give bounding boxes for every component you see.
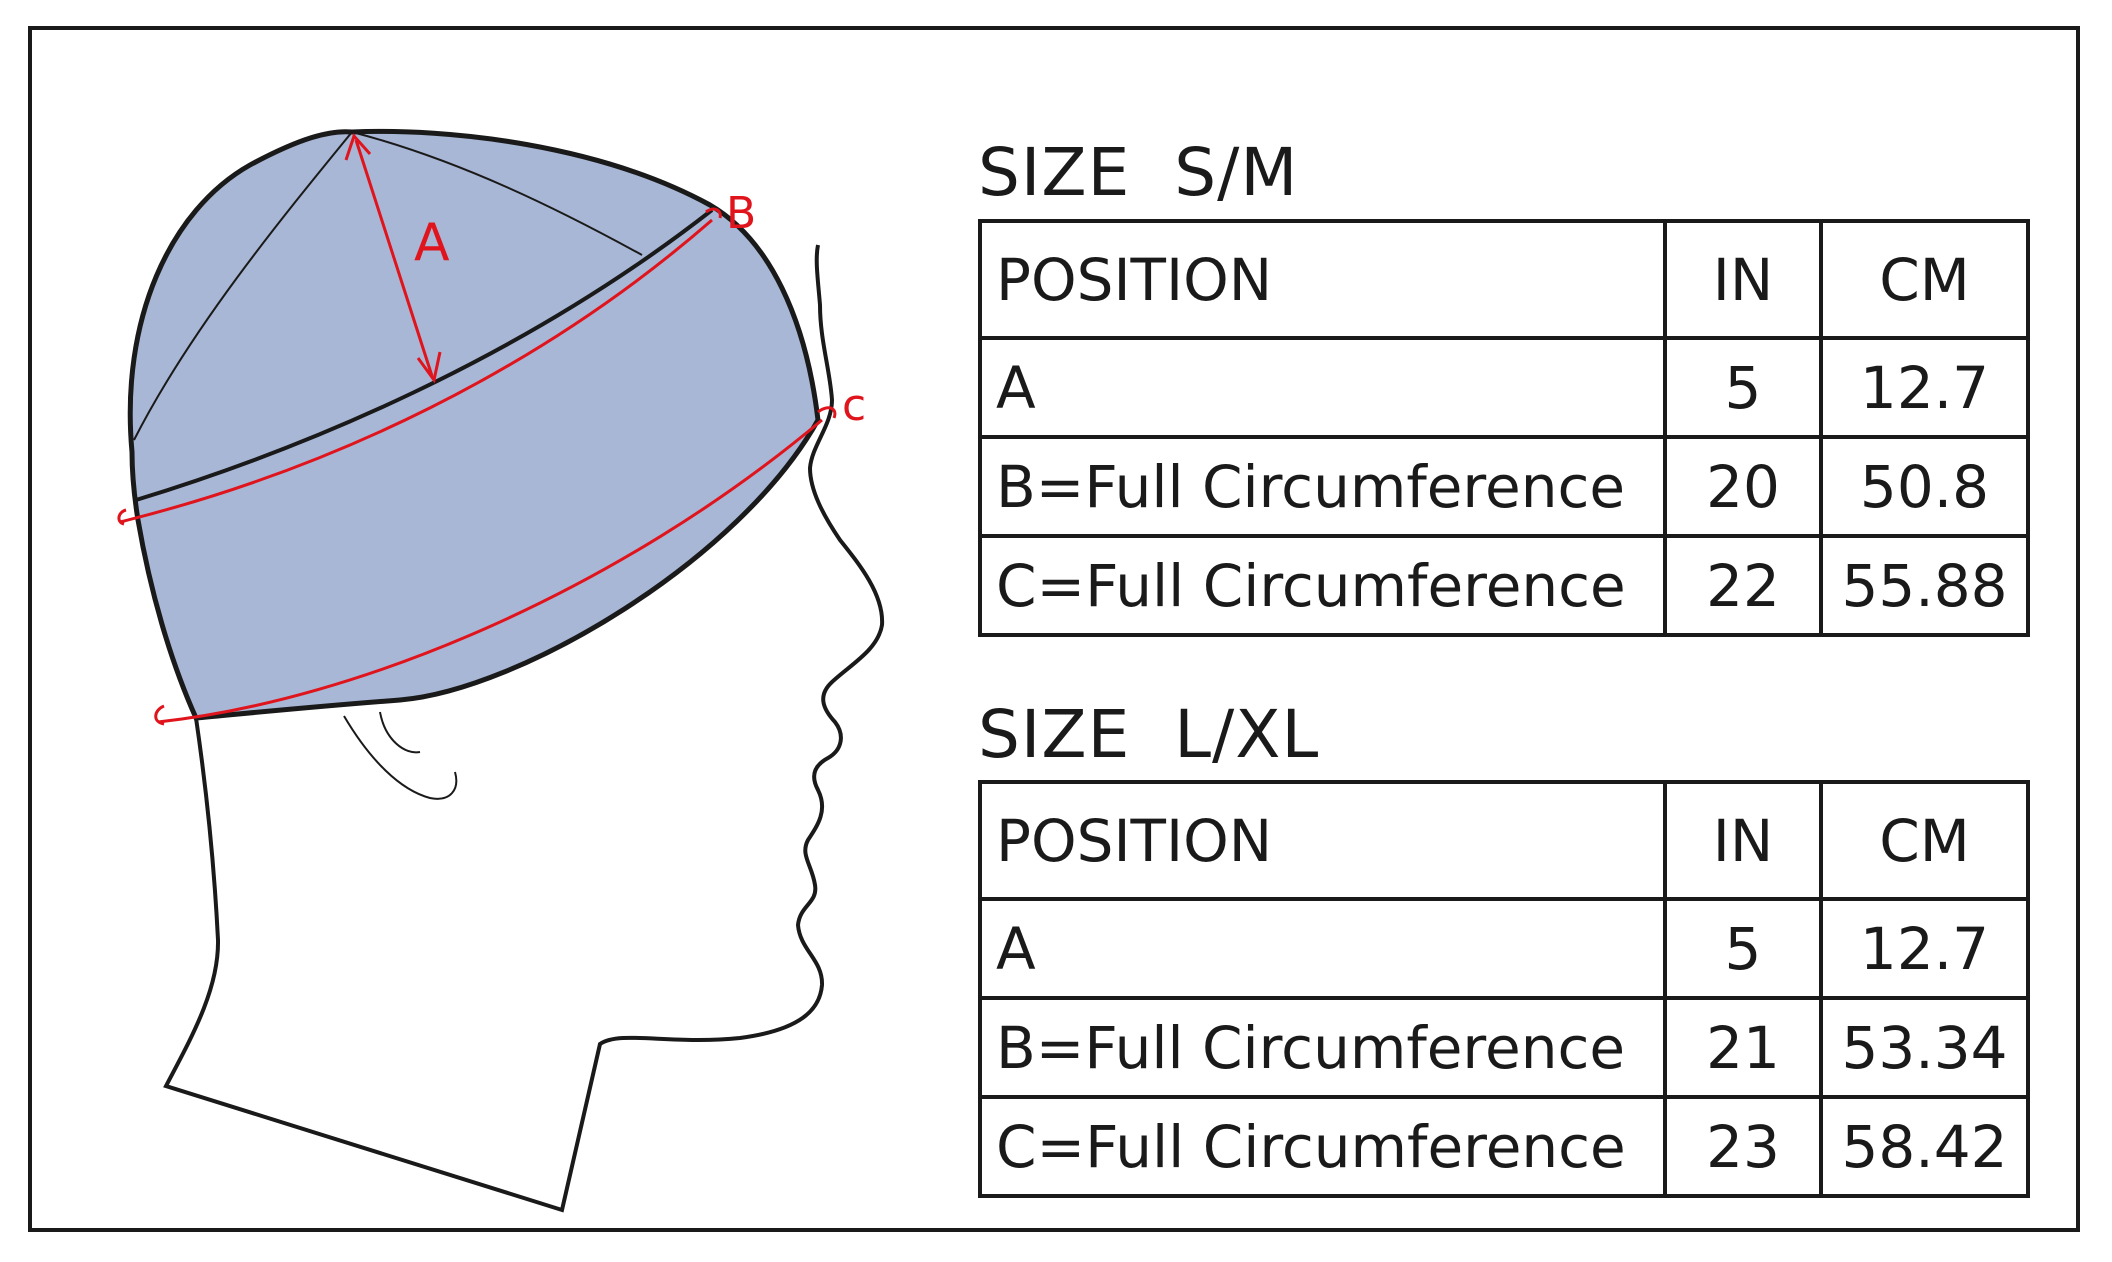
row-in: 22	[1663, 534, 1823, 637]
row-position: A	[978, 897, 1667, 1000]
head-profile-outline	[163, 244, 885, 1213]
outer-frame	[28, 26, 2080, 1232]
size-sm-table: POSITION IN CM A 5 12.7 B=Full Circumfer…	[978, 219, 2030, 637]
row-position: B=Full Circumference	[978, 996, 1667, 1099]
row-in: 5	[1663, 897, 1823, 1000]
measure-c-label: c	[842, 380, 866, 431]
table-row: B=Full Circumference 21 53.34	[978, 996, 2030, 1099]
measure-b-end-right	[705, 207, 722, 219]
cap-seam-front	[351, 131, 643, 256]
ear-outline	[343, 715, 458, 800]
row-cm: 55.88	[1819, 534, 2030, 637]
row-in: 20	[1663, 435, 1823, 538]
header-in: IN	[1663, 780, 1823, 901]
row-cm: 58.42	[1819, 1095, 2030, 1198]
table-row: B=Full Circumference 20 50.8	[978, 435, 2030, 538]
row-position: C=Full Circumference	[978, 1095, 1667, 1198]
header-position: POSITION	[978, 780, 1667, 901]
table-row: C=Full Circumference 22 55.88	[978, 534, 2030, 637]
table-row: C=Full Circumference 23 58.42	[978, 1095, 2030, 1198]
row-position: A	[978, 336, 1667, 439]
measure-a-arrow-top	[344, 133, 372, 161]
row-in: 23	[1663, 1095, 1823, 1198]
row-position: B=Full Circumference	[978, 435, 1667, 538]
row-in: 21	[1663, 996, 1823, 1099]
measure-a-arrow-bottom	[416, 351, 442, 384]
measure-b-end-left	[117, 508, 127, 526]
header-position: POSITION	[978, 219, 1667, 340]
row-cm: 53.34	[1819, 996, 2030, 1099]
header-cm: CM	[1819, 219, 2030, 340]
cap-seam-side	[133, 131, 353, 441]
row-cm: 12.7	[1819, 897, 2030, 1000]
cap-brim-line	[135, 208, 714, 502]
measure-a-label: A	[414, 213, 450, 273]
ear-inner-outline	[379, 711, 421, 754]
row-position: C=Full Circumference	[978, 534, 1667, 637]
measure-b-label: B	[726, 188, 756, 239]
header-in: IN	[1663, 219, 1823, 340]
measure-b-line	[119, 218, 713, 524]
table-header-row: POSITION IN CM	[978, 780, 2030, 901]
measure-a-line	[354, 139, 434, 377]
size-sm-title: SIZE S/M	[978, 134, 1299, 211]
row-cm: 50.8	[1819, 435, 2030, 538]
measure-c-end-right	[817, 406, 837, 419]
size-lxl-title: SIZE L/XL	[978, 696, 1320, 773]
row-in: 5	[1663, 336, 1823, 439]
header-cm: CM	[1819, 780, 2030, 901]
table-header-row: POSITION IN CM	[978, 219, 2030, 340]
table-row: A 5 12.7	[978, 897, 2030, 1000]
size-lxl-table: POSITION IN CM A 5 12.7 B=Full Circumfer…	[978, 780, 2030, 1198]
table-row: A 5 12.7	[978, 336, 2030, 439]
cap-shape	[127, 128, 821, 721]
measure-c-end-left	[154, 704, 165, 726]
row-cm: 12.7	[1819, 336, 2030, 439]
measure-c-line	[157, 418, 823, 724]
